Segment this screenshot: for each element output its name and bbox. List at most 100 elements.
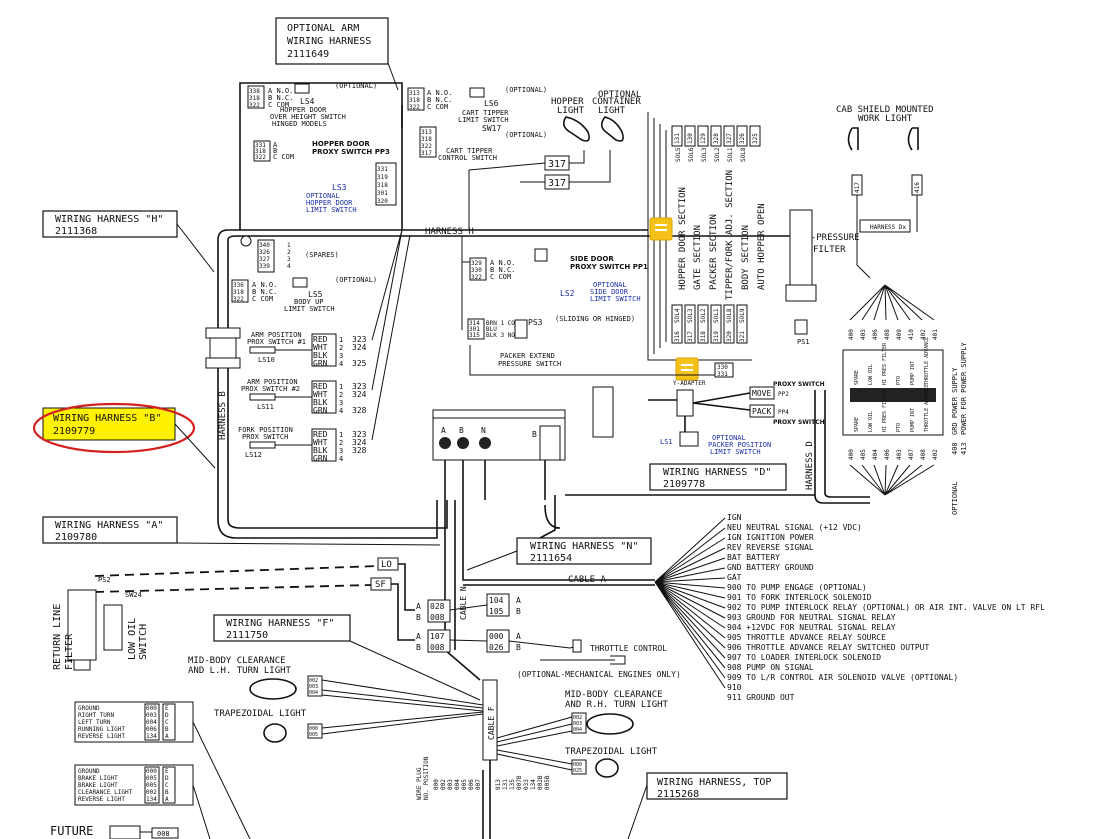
connector-b bbox=[457, 437, 469, 449]
ls2-tag: LS2 bbox=[560, 289, 575, 298]
svg-text:322: 322 bbox=[471, 274, 482, 281]
svg-text:B N.C.: B N.C. bbox=[427, 96, 452, 104]
low-oil-2: SWITCH bbox=[138, 624, 149, 660]
sw17-line1: CART TIPPER bbox=[446, 147, 493, 155]
svg-text:B N.C.: B N.C. bbox=[252, 288, 277, 296]
pp2-box bbox=[749, 386, 775, 400]
svg-text:323: 323 bbox=[352, 430, 367, 439]
svg-text:403: 403 bbox=[860, 329, 867, 340]
svg-text:325: 325 bbox=[352, 359, 367, 368]
container-light-lamp bbox=[600, 116, 624, 142]
svg-text:BAT BATTERY: BAT BATTERY bbox=[727, 553, 780, 562]
svg-text:005: 005 bbox=[309, 732, 318, 738]
svg-text:003: 003 bbox=[146, 712, 157, 719]
svg-text:SOL6: SOL6 bbox=[688, 147, 695, 162]
harness-h-title: WIRING HARNESS "H" bbox=[55, 214, 163, 225]
f-trap2-wires bbox=[496, 749, 573, 771]
svg-text:C COM: C COM bbox=[252, 295, 273, 303]
svg-text:315: 315 bbox=[469, 332, 480, 339]
svg-text:A: A bbox=[416, 602, 421, 611]
svg-text:A: A bbox=[273, 141, 278, 149]
pp4-tag: PP4 bbox=[778, 409, 789, 416]
mid-lh-1: MID-BODY CLEARANCE bbox=[188, 656, 286, 666]
svg-text:C COM: C COM bbox=[427, 103, 448, 111]
grommet-top bbox=[205, 327, 241, 339]
conn-000: 000 026 A B bbox=[486, 629, 521, 653]
relay-top-wires: 400 403 406 408 409 410 402 401 bbox=[848, 329, 939, 340]
future-box bbox=[109, 825, 141, 839]
svg-text:GROUND: GROUND bbox=[78, 768, 100, 775]
svg-text:322: 322 bbox=[409, 104, 420, 111]
svg-text:910: 910 bbox=[727, 683, 742, 692]
svg-text:BLK: BLK bbox=[313, 398, 328, 407]
y-adapter-label: Y-ADAPTER bbox=[673, 380, 706, 387]
harness-d-callout bbox=[649, 463, 787, 491]
svg-text:C COM: C COM bbox=[273, 153, 294, 161]
svg-text:RED: RED bbox=[313, 382, 328, 391]
svg-text:A: A bbox=[516, 632, 521, 641]
connector-b-label: B bbox=[459, 426, 464, 435]
svg-text:LEFT TURN: LEFT TURN bbox=[78, 719, 111, 726]
svg-text:3: 3 bbox=[339, 352, 343, 360]
svg-text:1: 1 bbox=[339, 431, 343, 439]
harness-a-callout bbox=[42, 516, 178, 544]
ls5-line1: BODY UP bbox=[294, 298, 324, 306]
svg-text:328: 328 bbox=[352, 406, 367, 415]
ls4-tag: LS4 bbox=[300, 97, 315, 106]
svg-text:SOL3: SOL3 bbox=[701, 147, 708, 162]
svg-text:2: 2 bbox=[339, 439, 343, 447]
harness-d-number: 2109778 bbox=[663, 479, 705, 490]
svg-text:A N.O.: A N.O. bbox=[268, 87, 293, 95]
svg-text:000: 000 bbox=[433, 779, 440, 790]
svg-text:IGN IGNITION POWER: IGN IGNITION POWER bbox=[727, 533, 814, 542]
svg-text:005B: 005B bbox=[544, 775, 551, 790]
svg-text:3: 3 bbox=[339, 399, 343, 407]
ls4-connector: 338 318 322 A N.O. B N.C. C COM bbox=[247, 83, 310, 109]
svg-text:313: 313 bbox=[409, 90, 420, 97]
svg-text:B: B bbox=[416, 643, 421, 652]
svg-text:135: 135 bbox=[509, 779, 516, 790]
svg-text:908 PUMP ON SIGNAL: 908 PUMP ON SIGNAL bbox=[727, 663, 814, 672]
low-oil-1: LOW OIL bbox=[127, 618, 138, 660]
ls4-line2: OVER HEIGHT SWITCH bbox=[270, 113, 346, 121]
svg-text:338: 338 bbox=[249, 88, 260, 95]
grommet-bottom bbox=[205, 357, 241, 369]
svg-text:GRN: GRN bbox=[313, 406, 328, 415]
svg-text:BLU: BLU bbox=[486, 326, 497, 333]
cable-a-signal-list: IGN NEU NEUTRAL SIGNAL (+12 VDC) IGN IGN… bbox=[727, 513, 1045, 702]
svg-text:FORK POSITION: FORK POSITION bbox=[238, 426, 293, 434]
mid-rh-2: AND R.H. TURN LIGHT bbox=[565, 700, 669, 710]
svg-text:405: 405 bbox=[860, 449, 867, 460]
cab-light-416: 416 bbox=[914, 182, 921, 193]
svg-text:316: 316 bbox=[674, 331, 681, 342]
svg-text:A: A bbox=[165, 796, 169, 803]
connector-a bbox=[439, 437, 451, 449]
svg-text:WIRE PLUG: WIRE PLUG bbox=[416, 767, 423, 800]
svg-text:LOW OIL: LOW OIL bbox=[868, 411, 874, 432]
optional-vertical: OPTIONAL bbox=[951, 481, 959, 515]
comment-marker-2-glyph2 bbox=[681, 369, 693, 371]
svg-text:ARM POSITION: ARM POSITION bbox=[251, 331, 302, 339]
svg-text:1: 1 bbox=[287, 242, 291, 249]
harness-f-title: WIRING HARNESS "F" bbox=[226, 618, 334, 629]
harness-b-number: 2109779 bbox=[53, 426, 95, 437]
pp3-connector: 331 318 322 A B C COM bbox=[253, 140, 294, 162]
ls5-line2: LIMIT SWITCH bbox=[284, 305, 335, 313]
svg-text:131: 131 bbox=[674, 133, 681, 144]
svg-text:BRN 1 COM: BRN 1 COM bbox=[486, 320, 519, 327]
svg-text:325: 325 bbox=[752, 133, 759, 144]
ls12-group: FORK POSITION PROX SWITCH LS12 RED WHT B… bbox=[238, 426, 367, 463]
pp2-label: PROXY SWITCH bbox=[773, 381, 825, 388]
sf-tag: SF bbox=[375, 580, 386, 590]
svg-text:410: 410 bbox=[908, 329, 915, 340]
svg-text:402: 402 bbox=[920, 329, 927, 340]
control-box-outputs bbox=[444, 460, 546, 500]
svg-text:320: 320 bbox=[377, 198, 388, 205]
harness-b-right bbox=[539, 495, 556, 539]
throttle-cable bbox=[540, 655, 626, 665]
svg-text:1: 1 bbox=[339, 383, 343, 391]
svg-text:313: 313 bbox=[421, 129, 432, 136]
svg-text:318: 318 bbox=[255, 148, 266, 155]
harness-top-leader bbox=[627, 784, 648, 839]
svg-text:008: 008 bbox=[430, 613, 445, 622]
